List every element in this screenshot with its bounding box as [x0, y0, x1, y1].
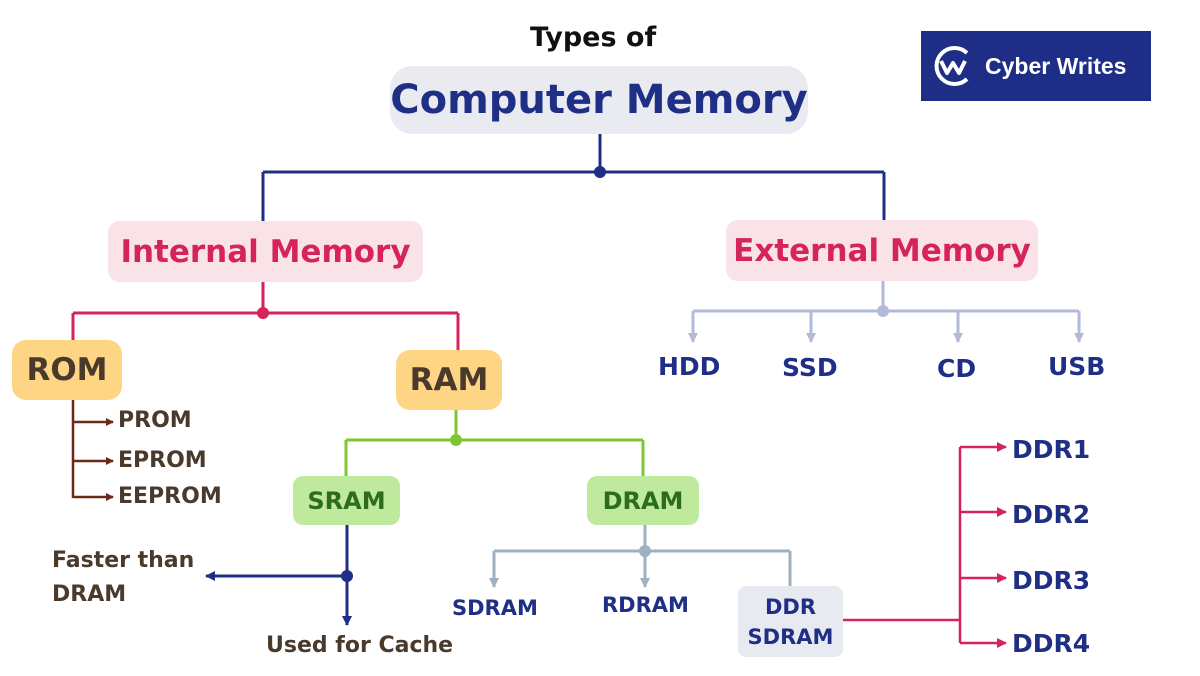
- sram-note-faster-line1: Faster than: [52, 548, 195, 573]
- cyber-writes-logo-icon: [927, 41, 979, 91]
- ddr2-node: DDR2: [1012, 500, 1091, 529]
- eprom-node: EPROM: [118, 448, 207, 473]
- sram-note-cache: Used for Cache: [266, 633, 454, 658]
- sram-junction-dot: [341, 570, 353, 582]
- external-junction-dot: [877, 305, 889, 317]
- root-junction-dot: [594, 166, 606, 178]
- sram-connector: [205, 525, 352, 626]
- sram-node: SRAM: [293, 476, 400, 525]
- external-memory-node: External Memory: [726, 220, 1038, 281]
- eeprom-node: EEPROM: [118, 484, 222, 509]
- ram-junction-dot: [450, 434, 462, 446]
- ram-connector: [344, 410, 645, 476]
- prom-node: PROM: [118, 408, 192, 433]
- logo-text: Cyber Writes: [985, 52, 1127, 79]
- ddr4-node: DDR4: [1012, 629, 1091, 658]
- rdram-node: RDRAM: [602, 593, 689, 617]
- ddr-sdram-node: DDR SDRAM: [738, 586, 843, 657]
- ddr-sdram-line2: SDRAM: [747, 624, 834, 649]
- usb-node: USB: [1048, 352, 1106, 381]
- ddr1-node: DDR1: [1012, 435, 1091, 464]
- sdram-node: SDRAM: [452, 596, 538, 620]
- ssd-node: SSD: [782, 353, 838, 382]
- ram-node: RAM: [396, 350, 502, 410]
- title-line1: Types of: [530, 22, 657, 53]
- dram-junction-dot: [639, 545, 651, 557]
- ddr-connector: [843, 442, 1007, 648]
- internal-junction-dot: [257, 307, 269, 319]
- dram-node: DRAM: [587, 476, 699, 525]
- hdd-node: HDD: [658, 352, 721, 381]
- sram-note-faster-line2: DRAM: [52, 582, 127, 607]
- internal-memory-node: Internal Memory: [108, 221, 423, 282]
- rom-node: ROM: [12, 340, 122, 400]
- rom-connector: [71, 400, 114, 501]
- cyber-writes-logo: Cyber Writes: [921, 31, 1151, 101]
- cd-node: CD: [937, 354, 977, 383]
- ddr3-node: DDR3: [1012, 566, 1091, 595]
- page-title: Computer Memory: [390, 66, 808, 134]
- root-connector: [261, 134, 886, 222]
- ddr-sdram-line1: DDR: [764, 594, 817, 619]
